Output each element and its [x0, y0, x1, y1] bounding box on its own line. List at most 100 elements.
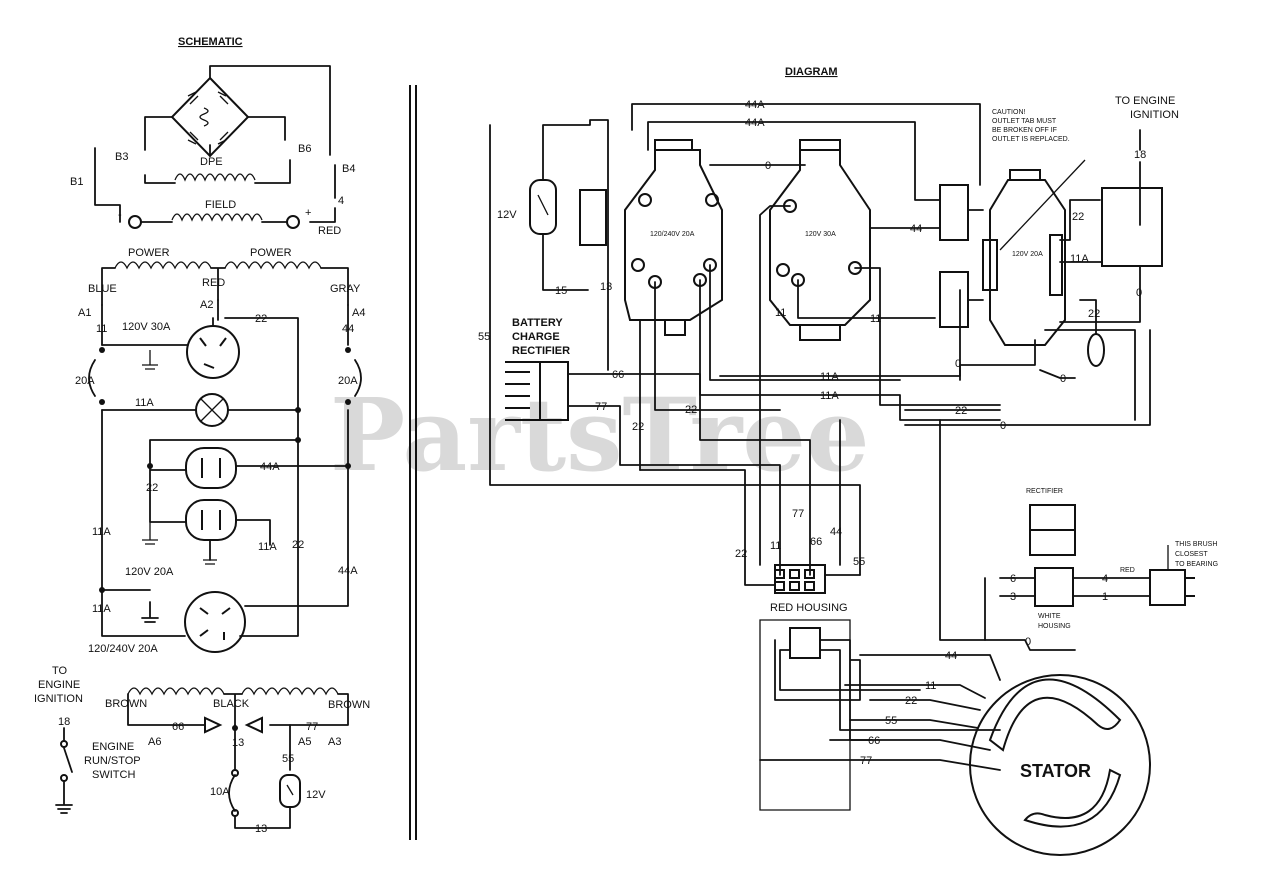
r1-label: 120/240V 20A — [650, 231, 695, 238]
battery-winding-right — [241, 687, 339, 696]
b1-label: B1 — [70, 176, 83, 188]
r2-label: 120V 30A — [805, 231, 836, 238]
wire-44a-top — [631, 103, 981, 186]
bottom-wire-55: 55 — [853, 556, 865, 568]
w22-label: 22 — [255, 313, 267, 325]
w13-label: 13 — [232, 737, 244, 749]
st-77: 77 — [860, 755, 872, 767]
w0a-label: 0 — [1136, 287, 1142, 299]
st-55: 55 — [885, 715, 897, 727]
fuse-10a — [228, 774, 236, 812]
v12-diagram-label: 12V — [497, 209, 517, 221]
bottom-wire-44: 44 — [830, 526, 842, 538]
w11a-left-label: 11A — [92, 526, 111, 538]
brown-r-label: BROWN — [328, 699, 370, 711]
w44-label: 44 — [342, 323, 354, 335]
b6-label: B6 — [298, 143, 311, 155]
r20a-label: 120V 20A — [125, 566, 174, 578]
wire-4-label: 4 — [338, 195, 344, 207]
w18-label: 18 — [58, 716, 70, 728]
battery-winding-left — [127, 687, 225, 696]
brown-l-label: BROWN — [105, 698, 147, 710]
v12-label: 12V — [306, 789, 326, 801]
w66-diagram-label: 66 — [612, 369, 624, 381]
red-label: RED — [318, 225, 341, 237]
bottom-wire-77: 77 — [792, 508, 804, 520]
brush-label-3: TO BEARING — [1175, 561, 1218, 568]
duplex-lower — [185, 499, 237, 541]
charge-diodes — [204, 716, 263, 734]
r240-label: 120/240V 20A — [88, 643, 158, 655]
batt-label-3: RECTIFIER — [512, 345, 570, 357]
schematic-title: SCHEMATIC — [178, 36, 243, 48]
fuse10a-label: 10A — [210, 786, 230, 798]
switch-runstop-label: RUN/STOP — [84, 755, 141, 767]
to-engine-label: TO ENGINE — [1115, 95, 1175, 107]
st-44: 44 — [945, 650, 957, 662]
fuse20a-left-label: 20A — [75, 375, 95, 387]
wire-dpe — [144, 144, 291, 184]
ignition-label: IGNITION — [34, 693, 83, 705]
w11a-mid-label: 11A — [135, 397, 154, 409]
w4-label: 4 — [1102, 573, 1108, 585]
power-right-label: POWER — [250, 247, 292, 259]
duplex-upper — [185, 447, 237, 489]
w22e-label: 22 — [1072, 211, 1084, 223]
fuse-20a-left — [88, 359, 96, 397]
b4-label: B4 — [342, 163, 355, 175]
ignition-right-label: IGNITION — [1130, 109, 1179, 121]
w44a-top-label: 44A — [745, 99, 765, 111]
w11a-a-label: 11A — [820, 371, 839, 383]
power-left-label: POWER — [128, 247, 170, 259]
bottom-wire-11: 11 — [770, 540, 781, 552]
fuse-20a-right — [354, 359, 362, 397]
w11a-c-label: 11A — [1070, 253, 1089, 265]
st-0: 0 — [1025, 636, 1031, 648]
gray-label: GRAY — [330, 283, 361, 295]
receptacle-120v-20a — [989, 179, 1066, 346]
w44a-right-label: 44A — [338, 565, 358, 577]
field-brush-left — [128, 215, 142, 229]
black-label: BLACK — [213, 698, 250, 710]
w22-right-label: 22 — [292, 539, 304, 551]
batt-label-2: CHARGE — [512, 331, 560, 343]
st-66: 66 — [868, 735, 880, 747]
w3-label: 3 — [1010, 591, 1016, 603]
switch-engine-label: ENGINE — [92, 741, 134, 753]
ground-lug — [1087, 333, 1105, 367]
w22d-label: 22 — [1088, 308, 1100, 320]
diagram-title: DIAGRAM — [785, 66, 838, 78]
fuse-holder — [579, 189, 607, 246]
w0b-label: 0 — [1000, 420, 1006, 432]
w13-diagram-label: 13 — [600, 281, 612, 293]
r3-label: 120V 20A — [1012, 251, 1043, 258]
fuse20a-right-label: 20A — [338, 375, 358, 387]
w22-dup-label: 22 — [146, 482, 158, 494]
dpe-coil — [174, 173, 256, 182]
stator-inner-top — [988, 678, 1122, 752]
battery-12v-diagram — [529, 179, 557, 235]
caution-4: OUTLET IS REPLACED. — [992, 136, 1070, 143]
dpe-label: DPE — [200, 156, 223, 168]
duplex-lower-diagram — [939, 271, 969, 328]
r30a-label: 120V 30A — [122, 321, 171, 333]
w22b-label: 22 — [685, 404, 697, 416]
b3-label: B3 — [115, 151, 128, 163]
w11a-b-label: 11A — [820, 390, 839, 402]
white-housing — [1034, 567, 1074, 607]
bus-44 — [244, 304, 349, 607]
red-mid-label: RED — [202, 277, 225, 289]
w44-diagram-label: 44 — [910, 223, 922, 235]
wire-44a-2 — [647, 121, 941, 201]
brush-holder — [1149, 569, 1195, 606]
w44a-dup-label: 44A — [260, 461, 280, 473]
red-small-label: RED — [1120, 567, 1135, 574]
w77-label: 77 — [306, 721, 318, 733]
red-housing-label: RED HOUSING — [770, 602, 848, 614]
w0-top-label: 0 — [765, 160, 771, 172]
w44a-2-label: 44A — [745, 117, 765, 129]
a4-label: A4 — [352, 307, 365, 319]
caution-3: BE BROKEN OFF IF — [992, 127, 1057, 134]
w0d-label: 0 — [1060, 373, 1066, 385]
